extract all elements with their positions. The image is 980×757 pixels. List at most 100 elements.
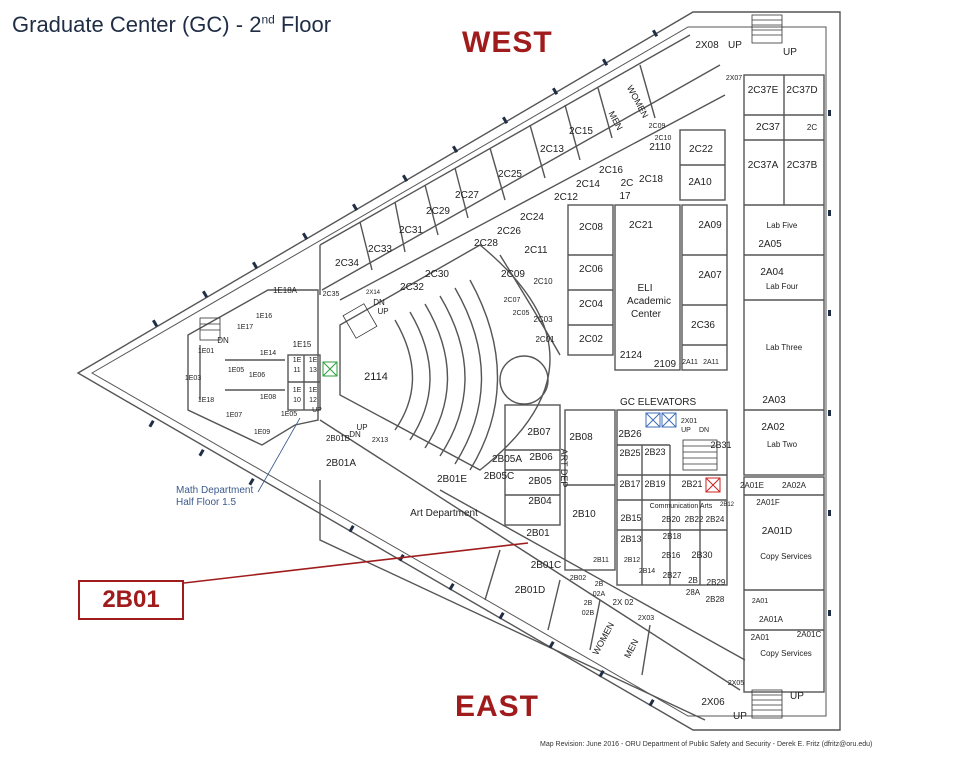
room-label: DN (699, 427, 709, 434)
map-revision-note: Map Revision: June 2016 - ORU Department… (540, 741, 873, 748)
room-label: 13 (309, 367, 317, 374)
room-label: DN (349, 430, 361, 439)
room-label: DN (373, 298, 385, 307)
room-label: 2B05C (484, 471, 515, 482)
room-label: 2A09 (698, 220, 722, 231)
elevators-label: GC ELEVATORS (620, 397, 696, 408)
core-block-c (567, 204, 614, 356)
room-label: UP (377, 307, 388, 316)
math-department-half-floor (187, 289, 319, 446)
elevators (322, 361, 721, 493)
room-label: 2C27 (455, 190, 479, 201)
room-label: Communication Arts (650, 503, 713, 510)
room-label: 2X03 (638, 615, 654, 622)
room-label: 2B28 (706, 595, 725, 604)
title-main: Graduate Center (GC) - 2 (12, 12, 262, 37)
room-label: 2114 (364, 371, 388, 383)
auditorium-2114 (339, 244, 551, 471)
room-label: 1E07 (226, 412, 242, 419)
room-label: 2A03 (762, 395, 786, 406)
west-direction-label: WEST (462, 26, 553, 59)
room-label: 2B10 (572, 509, 596, 520)
room-label: 1E17 (237, 324, 253, 331)
room-label: 2A02 (761, 422, 785, 433)
room-label: 2C26 (497, 226, 521, 237)
stairwells (199, 14, 783, 719)
room-label: 2110 (649, 142, 671, 153)
room-label: 1E (293, 357, 302, 364)
room-label: 2B13 (620, 534, 641, 544)
room-label: 2C37A (748, 160, 779, 171)
room-label: 2B01B (326, 434, 350, 443)
eli-center-block (614, 204, 681, 371)
room-label: 2C09 (501, 269, 525, 280)
room-label: 2B (595, 581, 604, 588)
room-label: 2A11 (703, 359, 719, 366)
room-label: 2A01E (740, 481, 764, 490)
elevator-icon (645, 412, 661, 428)
room-label: 2X08 (695, 40, 719, 51)
east-wing-corridor-a (319, 419, 741, 691)
room-label: 2A01A (759, 615, 784, 624)
east-direction-label: EAST (455, 690, 540, 723)
room-label: 1E18A (273, 286, 298, 295)
room-label: 2C07 (504, 297, 521, 304)
room-label: 2X 02 (613, 598, 634, 607)
stair-north (751, 14, 783, 44)
room-label: 2B01 (526, 528, 550, 539)
room-label: 2C13 (540, 144, 564, 155)
window-marks (148, 29, 831, 707)
room-label: Lab Three (766, 343, 803, 352)
room-label: 2C28 (474, 238, 498, 249)
room-callout-box: 2B01 (78, 580, 184, 620)
room-label: 2B18 (663, 532, 682, 541)
room-label: 2B17 (619, 479, 640, 489)
room-label: 2B01D (515, 585, 546, 596)
room-label: 2B15 (620, 513, 641, 523)
room-label: 2A02A (782, 481, 807, 490)
room-label: 2B23 (644, 447, 665, 457)
room-label: 1E (309, 357, 318, 364)
room-label: UP (790, 691, 804, 702)
title-superscript: nd (261, 12, 275, 27)
room-label: 2A10 (688, 177, 712, 188)
room-label: 2109 (654, 359, 677, 370)
room-label: 2X06 (701, 697, 725, 708)
room-label: Lab Four (766, 282, 798, 291)
room-label: 2C09 (649, 123, 666, 130)
room-label: 1E16 (256, 313, 272, 320)
room-label: 2B05A (492, 454, 522, 465)
room-label: 2B29 (707, 578, 726, 587)
room-label: UP (356, 423, 367, 432)
west-wing-outer (319, 34, 691, 246)
auditorium-center-circle (499, 355, 549, 405)
room-label: 2B20 (662, 515, 681, 524)
room-label: 02B (582, 610, 595, 617)
room-label: 11 (293, 367, 300, 374)
room-label: 2C36 (691, 320, 715, 331)
math-pointer-line (257, 417, 301, 493)
room-label: Academic (627, 296, 671, 307)
room-label: 2C32 (400, 282, 424, 293)
east-wing-outer (319, 480, 706, 721)
room-label: 2C35 (323, 291, 340, 298)
room-label: 2C18 (639, 174, 663, 185)
freight-elevator-icon (705, 477, 721, 493)
room-label: 2B12 (720, 502, 735, 508)
stair-south (751, 689, 783, 719)
room-label: UP (783, 47, 797, 58)
room-label: 2B22 (685, 515, 704, 524)
room-label: 2B01C (531, 560, 562, 571)
room-label: 2C10 (655, 135, 672, 142)
room-label: 2C04 (579, 299, 603, 310)
room-label: 1E05 (281, 411, 297, 418)
room-label: 2B08 (569, 432, 593, 443)
room-label: 2B02 (570, 575, 586, 582)
room-label: 2C30 (425, 269, 449, 280)
room-label: 2X05 (728, 680, 744, 687)
room-label: 1E (309, 387, 318, 394)
room-label: 2X13 (372, 437, 388, 444)
page-title: Graduate Center (GC) - 2nd Floor (12, 12, 331, 38)
